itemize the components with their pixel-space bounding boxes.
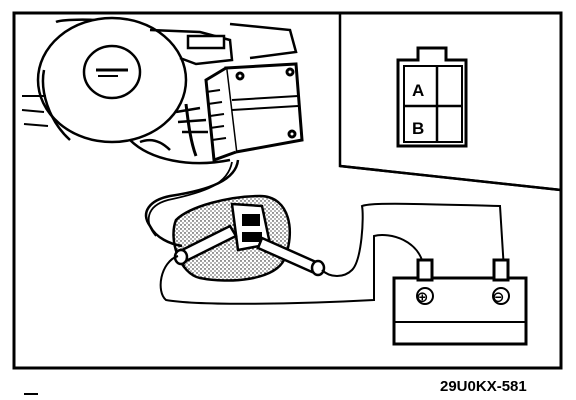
figure-code: 29U0KX-581 [440, 378, 527, 395]
motor-assembly [21, 16, 298, 165]
test-probe-right [256, 236, 326, 277]
test-probe-left [173, 224, 238, 266]
battery [392, 258, 528, 346]
negative-terminal-label: ⊖ [492, 288, 505, 306]
jumper-wire-negative [159, 234, 425, 305]
harness-wire [144, 159, 240, 248]
jumper-wire-positive [321, 202, 505, 277]
pin-label-a: A [412, 81, 424, 100]
diagram-frame [12, 11, 563, 370]
negative-terminal-mark [492, 287, 510, 305]
connector-face-view: A B [396, 46, 468, 148]
pin-label-b: B [412, 119, 424, 138]
positive-terminal-mark [416, 287, 434, 305]
control-unit [204, 62, 304, 163]
positive-terminal-label: ⊕ [416, 288, 429, 306]
